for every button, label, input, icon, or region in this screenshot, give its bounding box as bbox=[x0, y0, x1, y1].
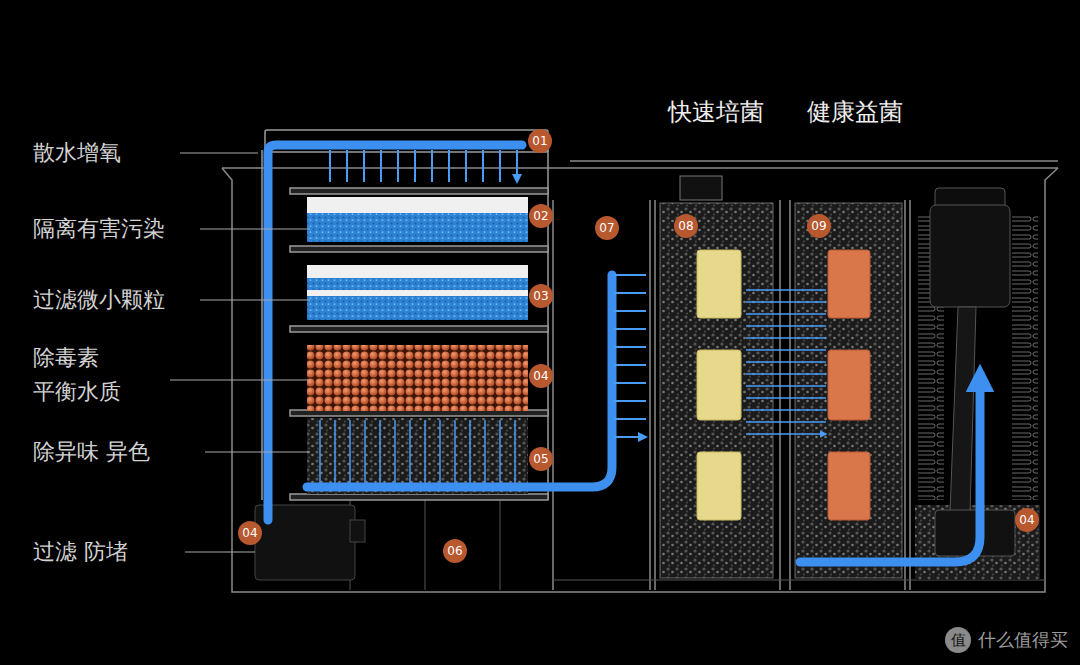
bio-chambers bbox=[828, 452, 870, 520]
chamber-title: 快速培菌 bbox=[668, 98, 764, 127]
pump-chamber bbox=[1012, 215, 1038, 500]
watermark-logo: 值 bbox=[945, 627, 971, 653]
water-flow bbox=[330, 150, 517, 182]
callout-text: 01 bbox=[532, 134, 547, 148]
bio-chambers bbox=[828, 250, 870, 318]
left-pump bbox=[350, 520, 365, 542]
feature-label: 散水增氧 bbox=[33, 140, 121, 166]
water-flow bbox=[746, 290, 826, 434]
bio-chambers bbox=[660, 203, 773, 578]
leader-lines bbox=[170, 153, 310, 552]
bio-chambers bbox=[795, 203, 902, 578]
filter-media bbox=[307, 265, 528, 320]
callout-text: 08 bbox=[678, 219, 693, 233]
tank-frame bbox=[222, 161, 1058, 592]
bio-chambers bbox=[697, 350, 741, 420]
callout-number: 09 bbox=[807, 214, 831, 238]
leader-lines bbox=[185, 552, 255, 553]
callout-number: 06 bbox=[443, 539, 467, 563]
feature-label: 除毒素 平衡水质 bbox=[33, 341, 143, 409]
callout-number: 05 bbox=[529, 447, 553, 471]
callout-number: 02 bbox=[529, 204, 553, 228]
callout-number: 01 bbox=[528, 129, 552, 153]
water-flow bbox=[268, 145, 980, 562]
leader-lines bbox=[200, 300, 310, 301]
filter-media bbox=[307, 290, 528, 296]
tank-frame bbox=[350, 500, 500, 590]
callout-number: 04 bbox=[238, 521, 262, 545]
water-flow bbox=[800, 378, 980, 562]
tank-frame bbox=[553, 200, 910, 590]
callout-number: 07 bbox=[595, 216, 619, 240]
callout-text: 06 bbox=[447, 544, 462, 558]
filter-tower bbox=[262, 130, 548, 500]
leader-lines bbox=[170, 380, 310, 381]
filter-media bbox=[307, 265, 528, 278]
water-flow bbox=[307, 275, 612, 487]
pump-chamber bbox=[950, 307, 976, 512]
water-flow bbox=[268, 145, 522, 520]
filter-tower bbox=[290, 494, 548, 500]
bio-chambers bbox=[660, 176, 902, 578]
filter-tower bbox=[290, 188, 548, 194]
callout-number: 03 bbox=[529, 284, 553, 308]
callout-text: 09 bbox=[811, 219, 826, 233]
bio-chambers bbox=[697, 452, 741, 520]
filter-media bbox=[307, 197, 528, 242]
callout-text: 07 bbox=[599, 221, 614, 235]
pump-chamber bbox=[930, 205, 1010, 307]
feature-label: 过滤微小颗粒 bbox=[33, 287, 165, 313]
callout-number: 04 bbox=[529, 364, 553, 388]
callout-number: 04 bbox=[1015, 508, 1039, 532]
callout-text: 04 bbox=[242, 526, 257, 540]
tank-frame bbox=[570, 160, 1058, 162]
callout-text: 05 bbox=[533, 452, 548, 466]
watermark-text: 什么值得买 bbox=[978, 629, 1068, 651]
feature-label: 过滤 防堵 bbox=[33, 539, 128, 565]
feature-label: 隔离有害污染 bbox=[33, 216, 165, 242]
bio-chambers bbox=[697, 250, 741, 318]
filter-media bbox=[307, 345, 528, 411]
filter-tower bbox=[290, 246, 548, 252]
leader-lines bbox=[180, 153, 258, 154]
filter-media bbox=[307, 197, 528, 213]
water-flow bbox=[320, 420, 515, 484]
callout-text: 02 bbox=[533, 209, 548, 223]
leader-lines bbox=[200, 229, 310, 230]
feature-label: 除异味 异色 bbox=[33, 439, 150, 465]
callout-text: 04 bbox=[1019, 513, 1034, 527]
callout-text: 03 bbox=[533, 289, 548, 303]
bio-chambers bbox=[680, 176, 722, 200]
chamber-title: 健康益菌 bbox=[807, 98, 903, 127]
tank-frame bbox=[222, 168, 1058, 592]
callout-number: 08 bbox=[674, 214, 698, 238]
filter-media bbox=[307, 197, 528, 494]
callout-text: 04 bbox=[533, 369, 548, 383]
filter-tower bbox=[262, 150, 548, 500]
water-flow bbox=[614, 275, 646, 437]
leader-lines bbox=[205, 452, 310, 453]
filter-tower bbox=[290, 326, 548, 332]
bio-chambers bbox=[828, 350, 870, 420]
